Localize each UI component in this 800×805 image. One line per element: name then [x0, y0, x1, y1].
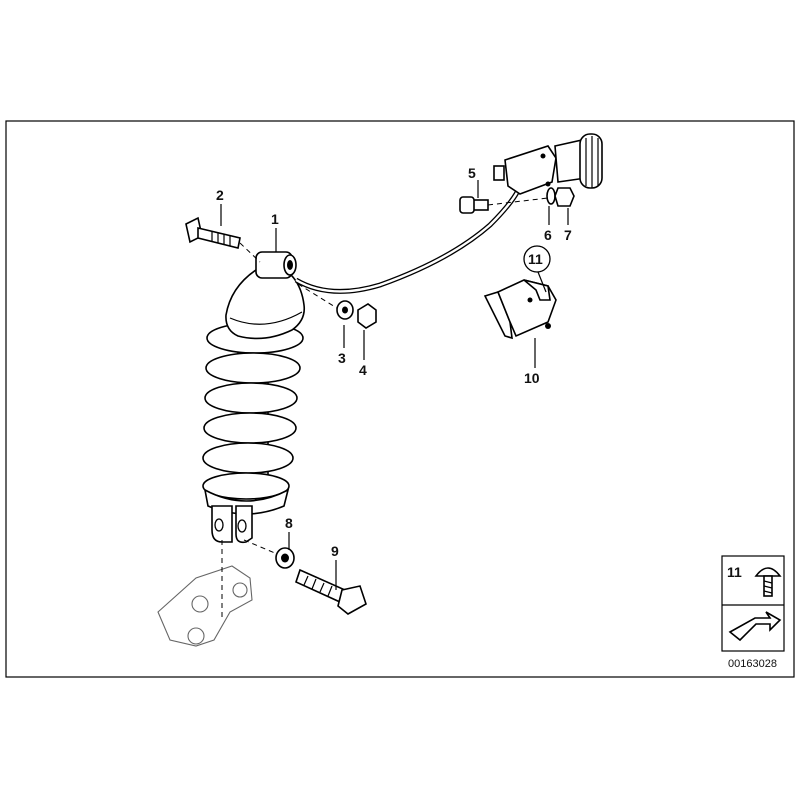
part-label-5[interactable]: 5	[468, 165, 476, 181]
part-label-3[interactable]: 3	[338, 350, 346, 366]
part-label-9[interactable]: 9	[331, 543, 339, 559]
leader-lines	[220, 180, 569, 590]
swingarm-ghost	[157, 540, 253, 647]
part-label-6[interactable]: 6	[544, 227, 552, 243]
bolt-2	[185, 216, 261, 263]
bolt-5-set	[459, 187, 575, 214]
screw-icon	[754, 567, 782, 597]
sensor-cable	[294, 185, 523, 294]
legend-box: 11	[721, 555, 785, 652]
part-label-7[interactable]: 7	[564, 227, 572, 243]
part-label-2[interactable]: 2	[216, 187, 224, 203]
bracket	[483, 279, 557, 340]
part-label-11-circle	[523, 245, 551, 273]
part-label-4[interactable]: 4	[359, 362, 367, 378]
diagram-reference-number: 00163028	[728, 658, 777, 670]
shock-absorber	[202, 251, 306, 544]
washer-8-bolt-9	[243, 539, 367, 615]
part-labels: 1 2 3 4 5 6 7 8 9 10 11	[216, 165, 572, 559]
legend-item-number: 11	[727, 564, 742, 580]
coil-spring	[202, 322, 304, 500]
connector-assembly	[493, 133, 603, 195]
arrow-icon	[728, 611, 782, 642]
part-label-11[interactable]: 11	[528, 251, 543, 267]
washer-3-nut-4	[297, 283, 377, 329]
part-label-1[interactable]: 1	[271, 211, 279, 227]
part-label-8[interactable]: 8	[285, 515, 293, 531]
diagram-frame	[5, 120, 795, 678]
part-label-10[interactable]: 10	[524, 370, 540, 386]
